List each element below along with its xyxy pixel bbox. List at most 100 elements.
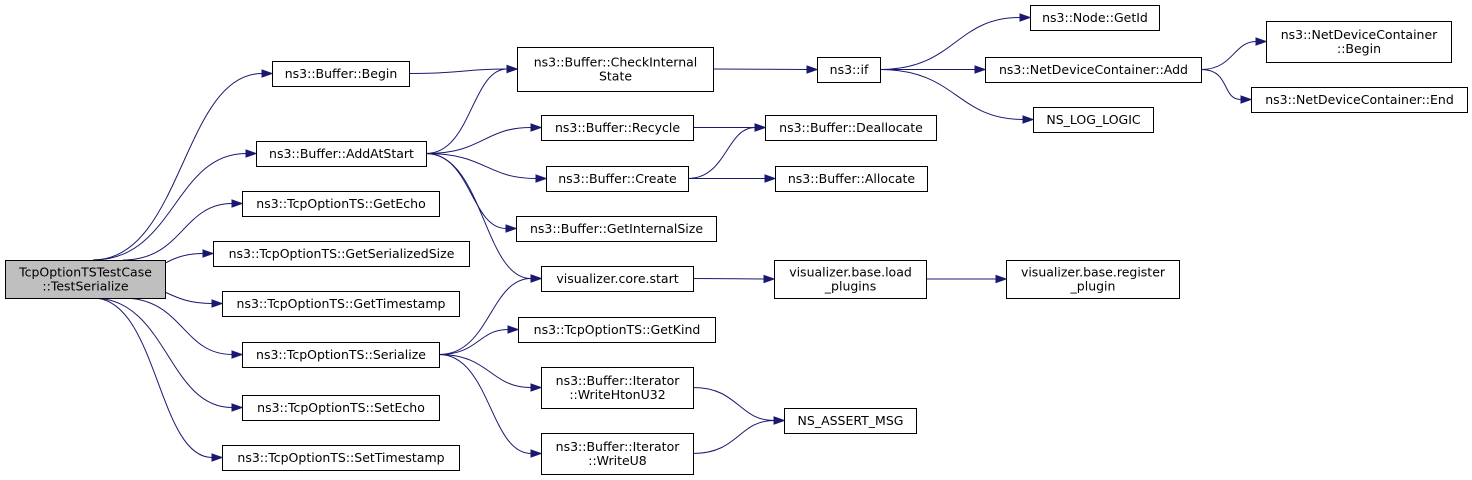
call-edge xyxy=(879,13,1032,70)
function-node-buffer-begin[interactable]: ns3::Buffer::Begin xyxy=(272,61,410,87)
node-box xyxy=(784,408,917,434)
node-label: ns3::Buffer::Recycle xyxy=(555,120,680,135)
node-label: ::WriteHtonU32 xyxy=(569,387,665,402)
node-box xyxy=(222,291,460,317)
function-node-node-getid[interactable]: ns3::Node::GetId xyxy=(1030,5,1160,31)
call-edge xyxy=(879,69,1035,124)
node-label: ns3::TcpOptionTS::GetSerializedSize xyxy=(229,246,455,261)
node-label: visualizer.base.load xyxy=(789,265,912,280)
function-node-buffer-create[interactable]: ns3::Buffer::Create xyxy=(546,166,689,192)
arrowhead xyxy=(1240,95,1253,104)
arrowhead xyxy=(764,174,777,183)
arrowhead xyxy=(245,149,258,158)
node-label: ns3::Buffer::Allocate xyxy=(788,171,916,186)
node-box xyxy=(517,47,714,92)
arrowhead xyxy=(211,299,224,308)
call-edge xyxy=(692,387,786,425)
node-label: ns3::TcpOptionTS::Serialize xyxy=(256,347,426,362)
edge-line xyxy=(122,297,233,355)
node-label: ::Begin xyxy=(1337,41,1381,56)
function-node-tcpoptionts-serialize[interactable]: ns3::TcpOptionTS::Serialize xyxy=(242,342,440,368)
arrowhead xyxy=(1019,13,1032,22)
function-node-buffer-addatstart[interactable]: ns3::Buffer::AddAtStart xyxy=(256,141,427,167)
node-box xyxy=(1033,107,1154,133)
edge-line xyxy=(712,68,808,70)
function-node-netdevicecontainer-end[interactable]: ns3::NetDeviceContainer::End xyxy=(1251,87,1468,113)
edge-line xyxy=(425,153,537,179)
node-box xyxy=(1030,5,1160,31)
function-node-tcpoptionts-settimestamp[interactable]: ns3::TcpOptionTS::SetTimestamp xyxy=(222,445,460,471)
function-node-buffer-getinternalsize[interactable]: ns3::Buffer::GetInternalSize xyxy=(516,216,717,242)
arrowhead xyxy=(773,416,786,425)
node-label: ns3::Buffer::CheckInternal xyxy=(534,55,698,70)
function-node-tcpoptionts-getecho[interactable]: ns3::TcpOptionTS::GetEcho xyxy=(242,191,440,217)
node-box xyxy=(222,445,460,471)
arrowhead xyxy=(202,249,215,258)
edge-line xyxy=(438,278,532,355)
function-node-root[interactable]: TcpOptionTSTestCase::TestSerialize xyxy=(5,260,166,299)
edge-line xyxy=(1200,69,1242,100)
function-node-netdevicecontainer-begin[interactable]: ns3::NetDeviceContainer::Begin xyxy=(1266,21,1452,63)
call-edge xyxy=(926,274,1008,284)
node-box xyxy=(272,61,410,87)
node-label: ns3::Buffer::Deallocate xyxy=(779,120,923,135)
function-node-buffer-deallocate[interactable]: ns3::Buffer::Deallocate xyxy=(765,115,937,141)
edge-line xyxy=(692,387,775,421)
arrowhead xyxy=(211,453,224,462)
function-node-ns-assert-msg[interactable]: NS_ASSERT_MSG xyxy=(784,408,917,434)
node-label: ns3::TcpOptionTS::GetEcho xyxy=(256,196,425,211)
function-node-tcpoptionts-getserializedsize[interactable]: ns3::TcpOptionTS::GetSerializedSize xyxy=(213,241,470,267)
function-node-ns3-if[interactable]: ns3::if xyxy=(817,57,881,83)
function-node-buffer-recycle[interactable]: ns3::Buffer::Recycle xyxy=(541,115,694,141)
node-label: ::TestSerialize xyxy=(42,279,128,294)
call-edge xyxy=(688,174,777,183)
node-label: ns3::NetDeviceContainer xyxy=(1281,27,1438,42)
node-label: ns3::TcpOptionTS::SetEcho xyxy=(257,400,425,415)
edge-line xyxy=(879,69,1024,120)
arrowhead xyxy=(506,64,519,74)
call-edge xyxy=(122,297,244,359)
node-box xyxy=(985,57,1202,83)
node-label: State xyxy=(599,69,632,84)
node-label: _plugin xyxy=(1070,279,1116,294)
node-box xyxy=(541,115,694,141)
node-label: ::WriteU8 xyxy=(588,453,647,468)
node-box xyxy=(213,241,470,267)
function-node-ns-log-logic[interactable]: NS_LOG_LOGIC xyxy=(1033,107,1154,133)
function-node-tcpoptionts-getkind[interactable]: ns3::TcpOptionTS::GetKind xyxy=(518,317,716,343)
call-edge xyxy=(122,199,244,261)
node-box xyxy=(242,395,440,421)
function-node-visualizer-base-register-plugin[interactable]: visualizer.base.register_plugin xyxy=(1006,260,1180,299)
function-node-tcpoptionts-setecho[interactable]: ns3::TcpOptionTS::SetEcho xyxy=(242,395,440,421)
call-edge xyxy=(692,274,776,284)
function-node-visualizer-core-start[interactable]: visualizer.core.start xyxy=(541,266,694,292)
function-node-iterator-writeu8[interactable]: ns3::Buffer::Iterator::WriteU8 xyxy=(541,433,694,475)
arrowhead xyxy=(535,174,548,183)
node-label: ns3::TcpOptionTS::GetKind xyxy=(534,322,701,337)
edge-line xyxy=(438,354,532,388)
arrowhead xyxy=(806,65,819,74)
arrowhead xyxy=(1022,115,1035,124)
node-label: ns3::NetDeviceContainer::End xyxy=(1265,92,1454,107)
function-node-tcpoptionts-gettimestamp[interactable]: ns3::TcpOptionTS::GetTimestamp xyxy=(222,291,460,317)
function-node-netdevicecontainer-add[interactable]: ns3::NetDeviceContainer::Add xyxy=(985,57,1202,83)
function-node-iterator-writehtonu32[interactable]: ns3::Buffer::Iterator::WriteHtonU32 xyxy=(541,367,694,409)
call-edge xyxy=(712,65,819,74)
node-box xyxy=(541,266,694,292)
edge-line xyxy=(692,420,775,454)
arrowhead xyxy=(995,274,1008,284)
call-edge xyxy=(1200,37,1268,70)
edge-line xyxy=(92,153,247,261)
node-box xyxy=(1251,87,1468,113)
node-box xyxy=(775,166,928,192)
function-node-visualizer-base-load-plugins[interactable]: visualizer.base.load_plugins xyxy=(774,260,927,299)
arrowhead xyxy=(231,199,244,208)
function-node-buffer-allocate[interactable]: ns3::Buffer::Allocate xyxy=(775,166,928,192)
call-edge xyxy=(438,354,543,392)
node-box xyxy=(242,342,440,368)
node-box xyxy=(1006,260,1180,299)
node-label: visualizer.core.start xyxy=(556,271,678,286)
node-box xyxy=(516,216,717,242)
